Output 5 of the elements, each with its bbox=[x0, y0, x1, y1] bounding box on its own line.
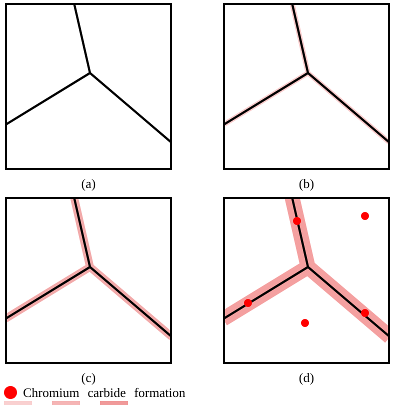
panel-label: (d) bbox=[298, 370, 314, 385]
legend-text: Chromium carbide formation bbox=[23, 386, 186, 399]
panel-label: (b) bbox=[298, 176, 314, 191]
panel-label: (c) bbox=[81, 370, 96, 385]
panel-label: (a) bbox=[81, 176, 96, 191]
